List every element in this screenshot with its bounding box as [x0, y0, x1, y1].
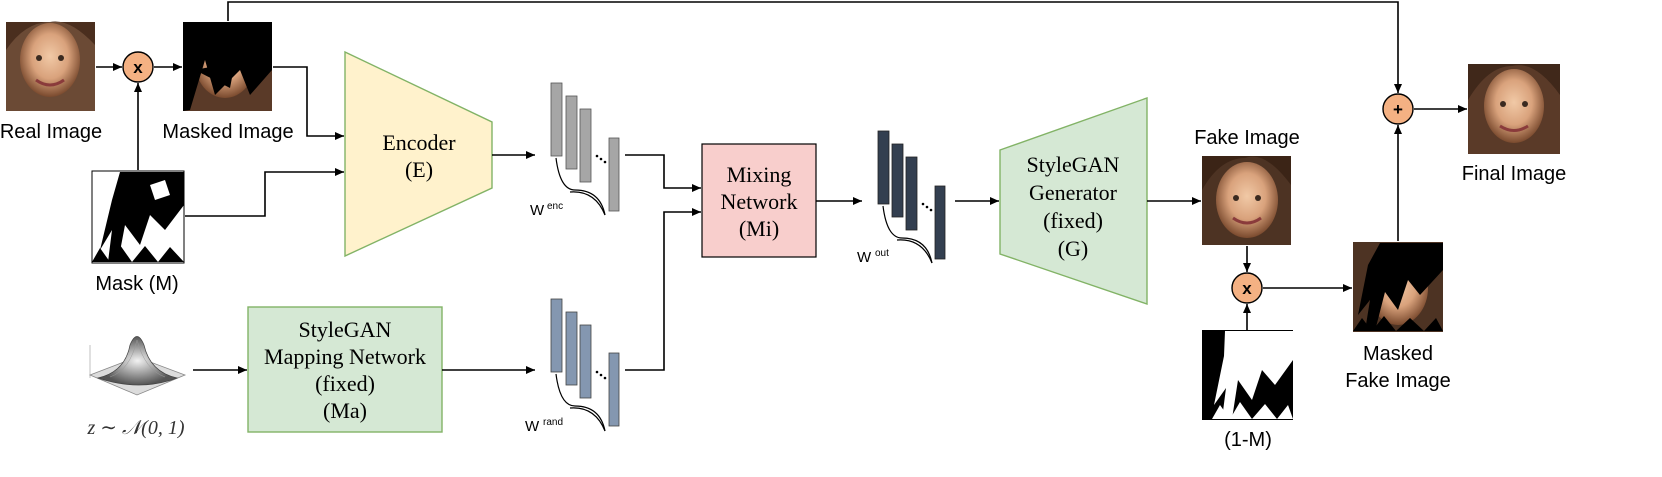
generator-title-line1: StyleGAN [1027, 152, 1120, 177]
generator-fixed: (fixed) [1043, 208, 1103, 233]
mapping-fixed: (fixed) [315, 371, 375, 396]
inverse-mask-label: (1-M) [1224, 429, 1272, 451]
connectors [96, 1, 1467, 374]
mapping-title-line1: StyleGAN [299, 317, 392, 342]
multiply-node-input: x [122, 51, 154, 83]
arrow-skip-to-add [227, 1, 1402, 93]
noise-label: z ∼ 𝒩(0, 1) [86, 417, 184, 439]
multiply-node-output: x [1231, 272, 1263, 304]
generator-title-line2: Generator [1029, 180, 1118, 205]
masked-fake-image-label-line1: Masked [1363, 343, 1433, 365]
fake-image-thumbnail [1202, 156, 1291, 245]
masked-image-thumbnail [183, 22, 272, 111]
w-enc-superscript: enc [547, 201, 563, 212]
real-image-label: Real Image [0, 121, 102, 143]
masked-image-label: Masked Image [162, 121, 293, 143]
w-out-superscript: out [875, 248, 889, 259]
arrow-wenc-to-mixing [625, 154, 701, 192]
masked-fake-image-label-line2: Fake Image [1345, 370, 1451, 392]
mixing-subtitle: (Mi) [739, 216, 779, 241]
inverse-mask-thumbnail [1202, 330, 1293, 420]
latent-stack-w-enc [550, 82, 620, 216]
real-image-thumbnail [6, 21, 95, 111]
mask-thumbnail [91, 170, 185, 264]
stylegan-mapping-block: StyleGAN Mapping Network (fixed) (Ma) [247, 306, 443, 433]
mask-label: Mask (M) [95, 273, 178, 295]
masked-fake-image-thumbnail [1353, 242, 1443, 332]
arrow-wrand-to-mixing [625, 208, 701, 371]
w-rand-label: W [525, 418, 540, 435]
mixing-network-block: Mixing Network (Mi) [701, 143, 817, 258]
final-image-thumbnail [1468, 64, 1560, 154]
latent-stack-w-rand [550, 298, 620, 432]
add-node: + [1382, 93, 1414, 125]
stylegan-generator-block: StyleGAN Generator (fixed) (G) [999, 97, 1148, 305]
w-out-label: W [857, 249, 872, 266]
encoder-block: Encoder (E) [344, 50, 493, 258]
mixing-title-line1: Mixing [727, 162, 792, 187]
add-symbol: + [1393, 100, 1403, 119]
mixing-title-line2: Network [721, 189, 798, 214]
final-image-label: Final Image [1462, 163, 1567, 185]
encoder-title: Encoder [382, 130, 456, 155]
encoder-subtitle: (E) [405, 157, 433, 182]
fake-image-label: Fake Image [1194, 127, 1300, 149]
gaussian-noise-plot [88, 336, 187, 396]
arrow-masked-to-encoder [273, 66, 344, 140]
generator-symbol: (G) [1058, 236, 1089, 261]
latent-stack-w-out [877, 130, 946, 264]
mapping-symbol: (Ma) [323, 398, 367, 423]
mapping-title-line2: Mapping Network [264, 344, 426, 369]
multiply-symbol: x [1242, 279, 1252, 298]
w-enc-label: W [530, 202, 545, 219]
arrow-mask-to-encoder [185, 168, 344, 217]
w-rand-superscript: rand [543, 417, 563, 428]
multiply-symbol: x [133, 58, 143, 77]
